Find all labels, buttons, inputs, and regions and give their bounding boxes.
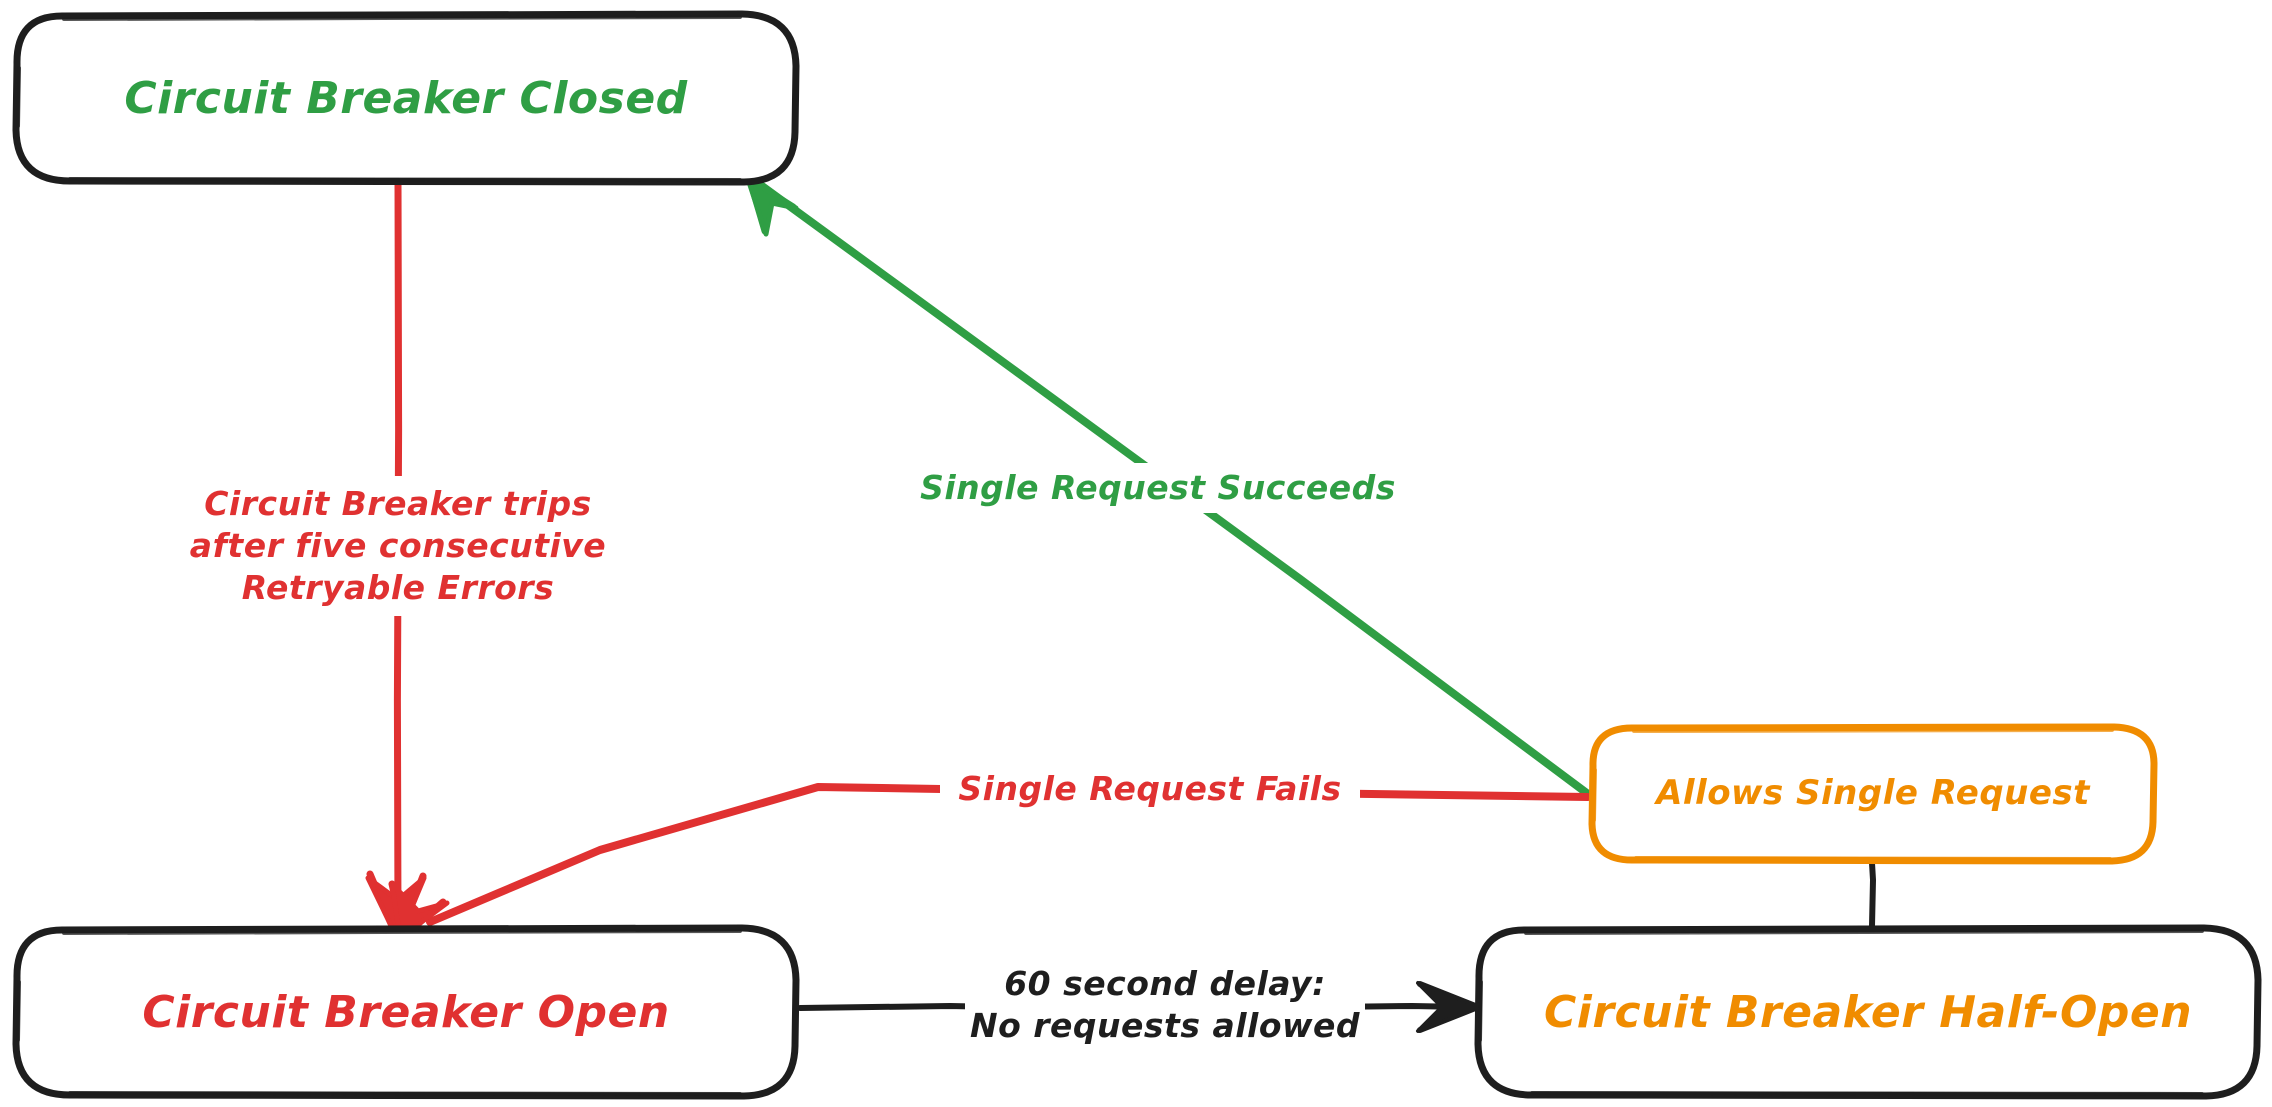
edge-label-closed-to-open: Circuit Breaker trips after five consecu… bbox=[178, 476, 618, 616]
edge-label-bg-allows-to-closed bbox=[908, 463, 1408, 513]
edge-label-line: after five consecutive bbox=[189, 525, 607, 565]
node-shape-allows-single-request[interactable] bbox=[1588, 723, 2158, 865]
edge-label-bg-allows-to-open bbox=[940, 765, 1360, 813]
edge-label-line: Retryable Errors bbox=[241, 568, 555, 608]
node-shape-open[interactable] bbox=[12, 924, 800, 1100]
edge-label-bg-closed-to-open bbox=[178, 476, 618, 616]
edge-label-line: Circuit Breaker trips bbox=[204, 483, 592, 523]
edge-label-bg-open-to-half-open bbox=[965, 955, 1365, 1055]
edge-label-line: 60 second delay: bbox=[1004, 963, 1326, 1003]
edge-label-open-to-half-open: 60 second delay: No requests allowed bbox=[965, 955, 1365, 1055]
edge-half-open-to-allows bbox=[1869, 860, 1876, 929]
node-shape-closed[interactable] bbox=[12, 10, 800, 186]
node-shape-half-open[interactable] bbox=[1474, 924, 2262, 1100]
edge-label-line: No requests allowed bbox=[969, 1006, 1361, 1045]
